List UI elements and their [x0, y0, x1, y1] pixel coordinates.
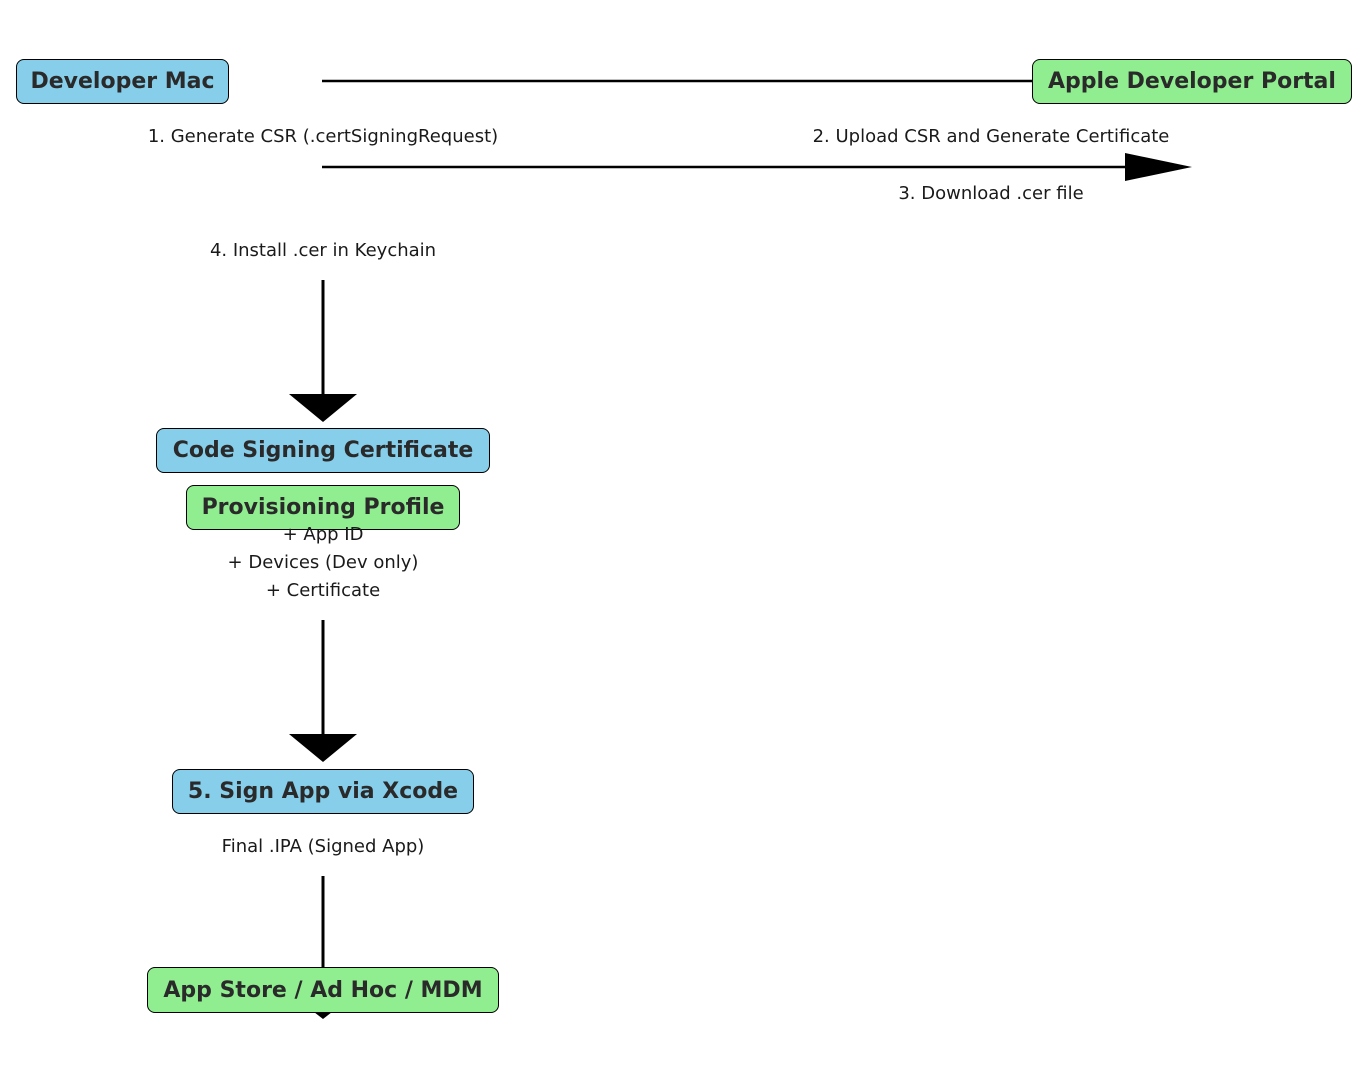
- distribution-node: App Store / Ad Hoc / MDM: [147, 967, 499, 1013]
- step-generate-csr: 1. Generate CSR (.certSigningRequest): [147, 126, 499, 147]
- upload-arrow-head: [1125, 153, 1192, 181]
- apple-developer-portal-node: Apple Developer Portal: [1032, 59, 1352, 104]
- code-signing-certificate-node: Code Signing Certificate: [156, 428, 490, 473]
- provisioning-profile-node: Provisioning Profile: [186, 485, 460, 530]
- profile-component-certificate: + Certificate: [265, 580, 381, 601]
- step-upload-csr: 2. Upload CSR and Generate Certificate: [812, 126, 1170, 147]
- sign-app-node: 5. Sign App via Xcode: [172, 769, 474, 814]
- install-arrow-head: [289, 394, 357, 422]
- profile-component-app-id: + App ID: [282, 524, 364, 545]
- step-install-cer: 4. Install .cer in Keychain: [209, 240, 437, 261]
- final-ipa-label: Final .IPA (Signed App): [221, 836, 425, 857]
- profile-arrow-head: [289, 734, 357, 762]
- profile-component-devices: + Devices (Dev only): [227, 552, 419, 573]
- distribution-arrow-head: [314, 1012, 332, 1019]
- step-download-cer: 3. Download .cer file: [898, 183, 1084, 204]
- developer-mac-node: Developer Mac: [16, 59, 229, 104]
